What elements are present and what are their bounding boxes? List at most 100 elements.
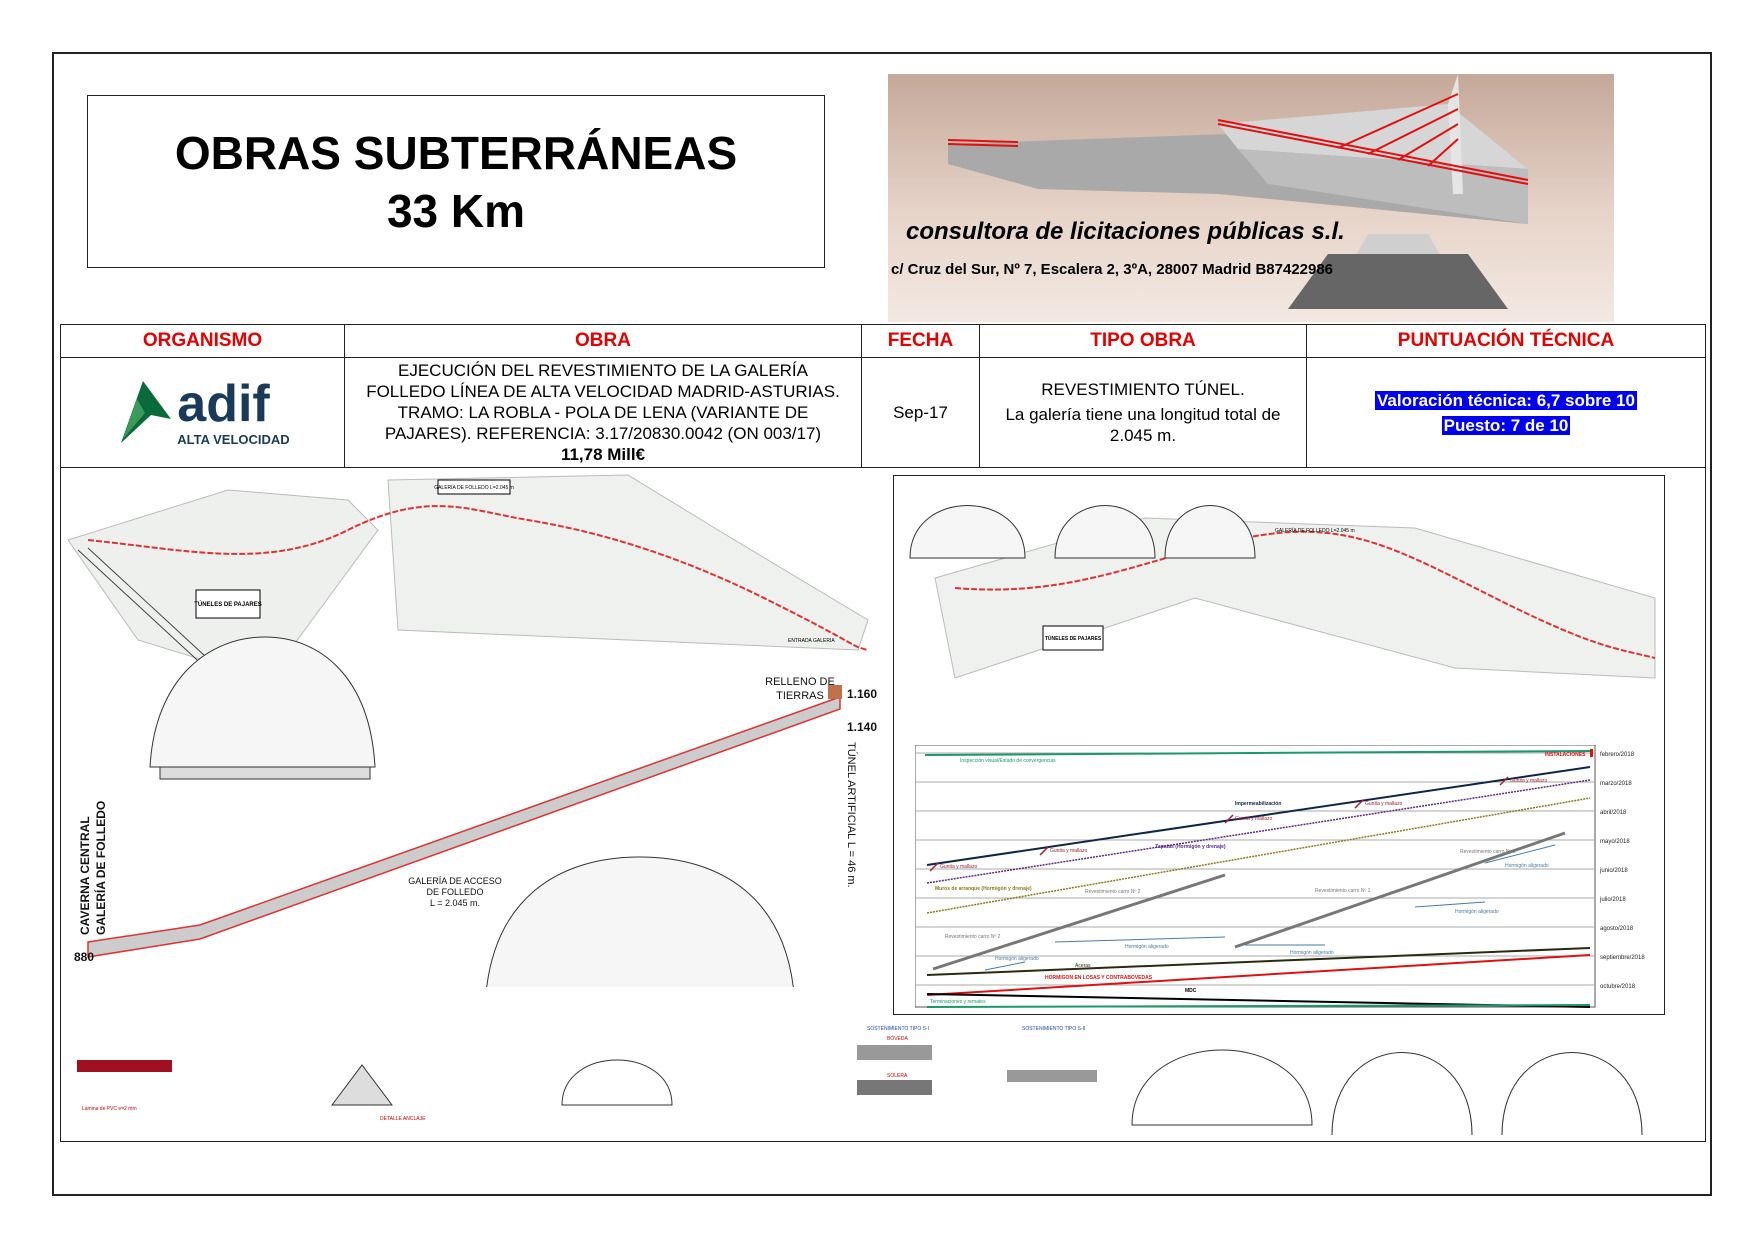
gunita-label: Gunita y mallazo <box>1050 848 1087 854</box>
title-box: OBRAS SUBTERRÁNEAS 33 Km <box>87 95 825 268</box>
title-line1: OBRAS SUBTERRÁNEAS <box>174 126 738 179</box>
zapatas-label: Zapatas (Hormigón y drenaje) <box>1155 844 1226 850</box>
carro2-label-1: Revestimiento carro Nº 2 <box>945 934 1001 940</box>
detail-solera: SOLERA <box>887 1073 908 1079</box>
acceso-l2: DE FOLLEDO <box>426 887 484 897</box>
fecha-cell: Sep-17 <box>861 357 980 468</box>
page-frame <box>52 52 1712 1196</box>
instalaciones-label: INSTALACIONES <box>1545 752 1586 758</box>
zapatas-bar <box>926 779 1591 884</box>
relleno-label: RELLENO DE TIERRAS <box>765 676 835 702</box>
aligerado-1 <box>984 961 1026 971</box>
header-tipo-obra: TIPO OBRA <box>979 324 1307 358</box>
elev-mid: 1.140 <box>847 720 878 734</box>
company-banner: consultora de licitaciones públicas s.l.… <box>888 74 1614 322</box>
obra-cell: EJECUCIÓN DEL REVESTIMIENTO DE LA GALERÍ… <box>344 357 862 468</box>
month-label: febrero/2018 <box>1600 752 1635 758</box>
detail-sost1: SOSTENIMIENTO TIPO S-I <box>867 1026 929 1032</box>
caverna-label: CAVERNA CENTRAL <box>78 816 92 935</box>
carro1-label-1: Revestimiento carro Nº 1 <box>1315 888 1371 894</box>
obra-amount: 11,78 Mill€ <box>560 445 646 464</box>
month-label: octubre/2018 <box>1600 984 1636 990</box>
aligerado-4 <box>1414 901 1486 908</box>
inspeccion-label: Inspección visual/Estado de convergencia… <box>960 758 1056 764</box>
gunita-label: Gunita y mallazo <box>1365 801 1402 807</box>
plan-map-left: TÚNELES DE PAJARES GALERÍA DE FOLLEDO L=… <box>68 474 869 680</box>
organismo-cell: adif ALTA VELOCIDAD <box>60 357 345 468</box>
longitudinal-profile <box>87 636 842 987</box>
map-left-tuneles: TÚNELES DE PAJARES <box>194 601 262 608</box>
title-line2: 33 Km <box>386 184 526 237</box>
valoracion-tecnica: Valoración técnica: 6,7 sobre 10 <box>1375 390 1637 410</box>
tipo-obra-cell: REVESTIMIENTO TÚNEL. La galería tiene un… <box>979 357 1307 468</box>
puntuacion-cell: Valoración técnica: 6,7 sobre 10 Puesto:… <box>1306 357 1706 468</box>
detail-sost2: SOSTENIMIENTO TIPO S-II <box>1022 1026 1085 1032</box>
adif-logo-text: adif <box>177 374 270 433</box>
acceso-label: GALERÍA DE ACCESO DE FOLLEDO L = 2.045 m… <box>370 876 540 909</box>
acceso-l1: GALERÍA DE ACCESO <box>408 876 502 886</box>
right-panel <box>893 475 1665 1015</box>
detail-drawings: Lámina de PVC e=2 mm DETALLE ANCLAJE SOS… <box>77 1026 1643 1136</box>
bridge-illustration: consultora de licitaciones públicas s.l.… <box>891 74 1529 309</box>
terminaciones-label: Terminaciones y remates <box>930 999 986 1005</box>
tipo-line1: REVESTIMIENTO TÚNEL. <box>1041 380 1245 399</box>
plan-map-right: TÚNELES DE PAJARES GALERÍA DE FOLLEDO L=… <box>909 505 1656 679</box>
inspeccion-bar <box>924 750 1591 756</box>
month-label: julio/2018 <box>1599 897 1626 903</box>
carro1-bar <box>1234 831 1566 949</box>
losas-bar <box>926 954 1591 996</box>
terminaciones-bar <box>926 1004 1591 1008</box>
company-address: c/ Cruz del Sur, Nº 7, Escalera 2, 3ºA, … <box>891 261 1333 278</box>
detail-anclaje: DETALLE ANCLAJE <box>380 1116 426 1122</box>
acceso-l3: L = 2.045 m. <box>430 898 480 908</box>
map-right-tuneles: TÚNELES DE PAJARES <box>1045 635 1102 642</box>
drawings-area <box>60 467 1706 1142</box>
adif-logo: adif ALTA VELOCIDAD <box>115 374 290 448</box>
work-schedule-chart: febrero/2018 marzo/2018 abril/2018 mayo/201… <box>915 745 1645 1008</box>
gunita-mark <box>929 862 939 872</box>
month-label: mayo/2018 <box>1600 839 1630 845</box>
schedule-frame <box>915 745 1596 1008</box>
carro1-label-2: Revestimiento carro Nº 1 <box>1460 849 1516 855</box>
aligerado-label-3: Hormigón aligerado <box>1290 950 1334 956</box>
detail-lamina: Lámina de PVC e=2 mm <box>82 1106 137 1112</box>
carro2-label-2: Revestimiento carro Nº 2 <box>1085 889 1141 895</box>
month-label: abril/2018 <box>1600 810 1627 816</box>
aligerado-label-2: Hormigón aligerado <box>1125 944 1169 950</box>
map-left-galeria: GALERÍA DE FOLLEDO L=2.045 m <box>434 484 514 491</box>
gunita-label: Gunita y mallazo <box>1235 816 1272 822</box>
gunita-label: Gunita y mallazo <box>940 864 977 870</box>
aceras-bar <box>926 947 1591 976</box>
gunita-mark <box>1354 799 1364 809</box>
aligerado-label-5: Hormigón aligerado <box>1505 863 1549 869</box>
impermeabilizacion-label: Impermeabilización <box>1235 801 1281 807</box>
month-label: marzo/2018 <box>1600 781 1632 787</box>
elev-bottom: 880 <box>74 950 95 964</box>
map-left-entrada: ENTRADA GALERIA <box>788 638 835 644</box>
project-table: ORGANISMO OBRA FECHA TIPO OBRA PUNTUACIÓ… <box>60 324 1706 468</box>
losas-label: HORMIGON EN LOSAS Y CONTRABOVEDAS <box>1045 975 1153 981</box>
mdc-label: MDC <box>1185 988 1197 994</box>
month-label: junio/2018 <box>1599 868 1628 874</box>
month-label: septiembre/2018 <box>1600 955 1645 961</box>
muros-bar <box>926 797 1591 914</box>
aligerado-label-1: Hormigón aligerado <box>995 956 1039 962</box>
header-puntuacion: PUNTUACIÓN TÉCNICA <box>1306 324 1706 358</box>
gunita-mark <box>1039 846 1049 856</box>
impermeabilizacion-bar <box>926 766 1591 866</box>
elev-top: 1.160 <box>847 687 878 701</box>
map-right-galeria: GALERÍA DE FOLLEDO L=2.045 m <box>1275 527 1355 534</box>
aligerado-2 <box>1054 936 1226 943</box>
header-organismo: ORGANISMO <box>60 324 345 358</box>
muros-label: Muros de arranque (Hormigón y drenaje) <box>935 886 1032 892</box>
obra-text: EJECUCIÓN DEL REVESTIMIENTO DE LA GALERÍ… <box>366 361 840 443</box>
header-fecha: FECHA <box>861 324 980 358</box>
adif-logo-mark <box>121 380 172 443</box>
detail-boveda: BÓVEDA <box>887 1035 909 1042</box>
aceras-label: Aceras <box>1075 963 1091 969</box>
gunita-mark <box>1224 814 1234 824</box>
adif-logo-sub: ALTA VELOCIDAD <box>177 431 290 447</box>
header-obra: OBRA <box>344 324 862 358</box>
aligerado-5 <box>1484 844 1556 864</box>
gunita-mark <box>1499 776 1509 786</box>
